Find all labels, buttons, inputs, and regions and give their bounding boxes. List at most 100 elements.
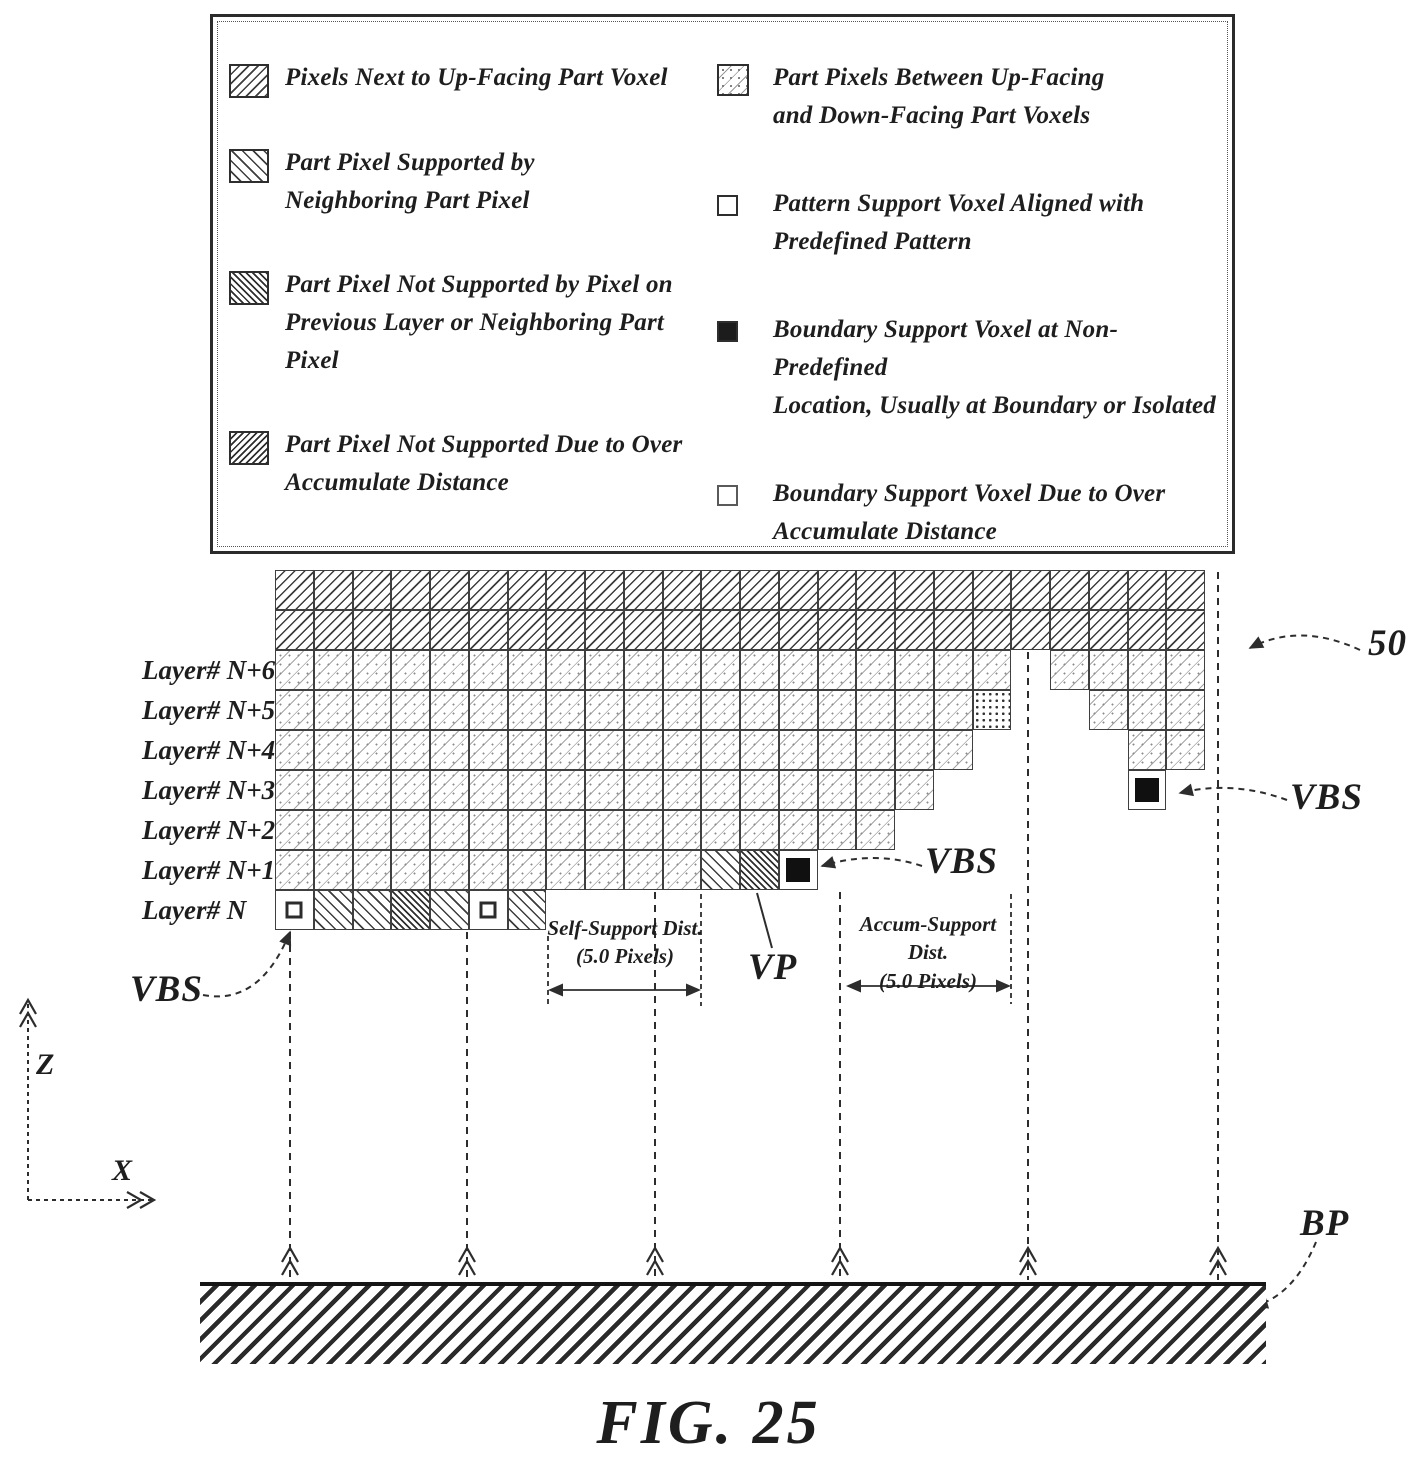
grid-cell-between	[662, 810, 702, 850]
grid-cell-up-facing	[817, 610, 857, 650]
grid-cell-up-facing	[933, 610, 973, 650]
boundary-support-voxel-marker	[786, 858, 811, 882]
grid-cell-between	[662, 770, 702, 810]
grid-cell-between	[468, 690, 508, 730]
legend-label: Part Pixel Not Supported by Pixel on Pre…	[285, 271, 673, 374]
grid-cell-between	[313, 850, 353, 890]
grid-cell-up-facing	[507, 610, 547, 650]
grid-cell-between	[856, 730, 895, 770]
grid-cell-up-facing	[391, 570, 430, 610]
grid-cell-between	[585, 770, 624, 810]
grid-cell-between	[1127, 730, 1167, 770]
grid-cell-between	[778, 730, 818, 770]
grid-cell-up-facing	[313, 570, 353, 610]
grid-cell-between	[391, 690, 430, 730]
grid-cell-between	[933, 730, 973, 770]
legend-box: Pixels Next to Up-Facing Part Voxel Part…	[210, 14, 1235, 554]
grid-cell-unsupported	[391, 890, 430, 930]
grid-cell-between	[856, 690, 895, 730]
grid-cell-between	[391, 650, 430, 690]
grid-cell-pattern-dots	[972, 690, 1012, 730]
unsupported-hatch-icon	[229, 271, 269, 305]
grid-cell-between	[391, 810, 430, 850]
grid-cell-between	[778, 770, 818, 810]
boundary-support-square-marker	[285, 901, 303, 919]
figure-caption: FIG. 25	[596, 1389, 821, 1457]
legend-label: Pattern Support Voxel Aligned with Prede…	[773, 190, 1145, 255]
grid-cell-up-facing	[895, 610, 934, 650]
grid-cell-between	[507, 690, 547, 730]
grid-cell-between	[313, 810, 353, 850]
grid-cell-between	[275, 730, 314, 770]
grid-cell-up-facing	[1166, 570, 1205, 610]
grid-cell-between	[856, 650, 895, 690]
grid-cell-between	[585, 850, 624, 890]
grid-cell-up-facing	[546, 610, 585, 650]
layer-label: Layer# N+6	[142, 655, 276, 685]
grid-cell-between	[313, 730, 353, 770]
legend-item-self-supported: Part Pixel Supported by Neighboring Part…	[229, 144, 701, 220]
legend-item-boundary-support: Boundary Support Voxel at Non-Predefined…	[717, 311, 1232, 425]
grid-cell-up-facing	[817, 570, 857, 610]
grid-cell-between	[740, 770, 779, 810]
grid-cell-up-facing	[972, 610, 1012, 650]
legend-label: Part Pixels Between Up-Facing and Down-F…	[773, 64, 1105, 129]
grid-cell-between	[275, 810, 314, 850]
grid-cell-between	[701, 690, 740, 730]
grid-cell-between	[623, 690, 663, 730]
grid-cell-between	[662, 730, 702, 770]
layer-label: Layer# N	[142, 895, 247, 925]
grid-cell-between	[352, 730, 392, 770]
grid-cell-between	[507, 650, 547, 690]
grid-cell-up-facing	[585, 570, 624, 610]
grid-cell-up-facing	[933, 570, 973, 610]
grid-cell-between	[585, 730, 624, 770]
grid-cell-up-facing	[391, 610, 430, 650]
grid-cell-between	[817, 770, 857, 810]
grid-cell-between	[275, 770, 314, 810]
grid-cell-between	[740, 690, 779, 730]
grid-cell-between	[1050, 650, 1089, 690]
grid-cell-between	[623, 810, 663, 850]
grid-cell-up-facing	[1166, 610, 1205, 650]
bp-label: BP	[1300, 1203, 1350, 1244]
accum-support-distance-label: Accum-Support Dist. (5.0 Pixels)	[859, 912, 997, 993]
grid-cell-between	[507, 730, 547, 770]
grid-cell-between	[1088, 650, 1128, 690]
leader-vbs-left	[202, 930, 292, 998]
grid-cell-up-facing	[778, 570, 818, 610]
grid-cell-between	[430, 690, 469, 730]
layer-label: Layer# N+2	[142, 815, 276, 845]
grid-cell-between	[352, 690, 392, 730]
grid-cell-self-supported	[313, 890, 353, 930]
legend-item-pattern-support: Pattern Support Voxel Aligned with Prede…	[717, 185, 1232, 261]
grid-cell-between	[623, 650, 663, 690]
grid-cell-between	[546, 730, 585, 770]
legend-column-right: Part Pixels Between Up-Facing and Down-F…	[701, 17, 1232, 551]
support-line-arrowheads	[281, 1245, 1227, 1276]
grid-cell-between	[391, 730, 430, 770]
between-voxels-hatch-icon	[717, 64, 749, 96]
grid-cell-up-facing	[662, 610, 702, 650]
grid-cell-between	[352, 850, 392, 890]
layer-label: Layer# N+5	[142, 695, 276, 725]
grid-cell-between	[546, 770, 585, 810]
grid-cell-between	[313, 690, 353, 730]
grid-cell-between	[778, 810, 818, 850]
legend-item-over-accumulate: Part Pixel Not Supported Due to Over Acc…	[229, 426, 701, 502]
grid-cell-between	[546, 650, 585, 690]
grid-cell-boundary-square	[468, 890, 508, 930]
grid-cell-between	[468, 770, 508, 810]
vbs-label-right: VBS	[1290, 777, 1363, 818]
leader-50	[1248, 634, 1361, 651]
grid-cell-between	[507, 810, 547, 850]
over-accumulate-hatch-icon	[229, 431, 269, 465]
grid-cell-between	[352, 770, 392, 810]
ref-number-50: 50	[1368, 623, 1407, 664]
legend-column-left: Pixels Next to Up-Facing Part Voxel Part…	[213, 17, 701, 551]
grid-cell-between	[313, 770, 353, 810]
vbs-label-mid: VBS	[925, 841, 998, 882]
grid-cell-self-supported	[430, 890, 469, 930]
grid-cell-between	[430, 770, 469, 810]
layer-label: Layer# N+1	[142, 855, 276, 885]
